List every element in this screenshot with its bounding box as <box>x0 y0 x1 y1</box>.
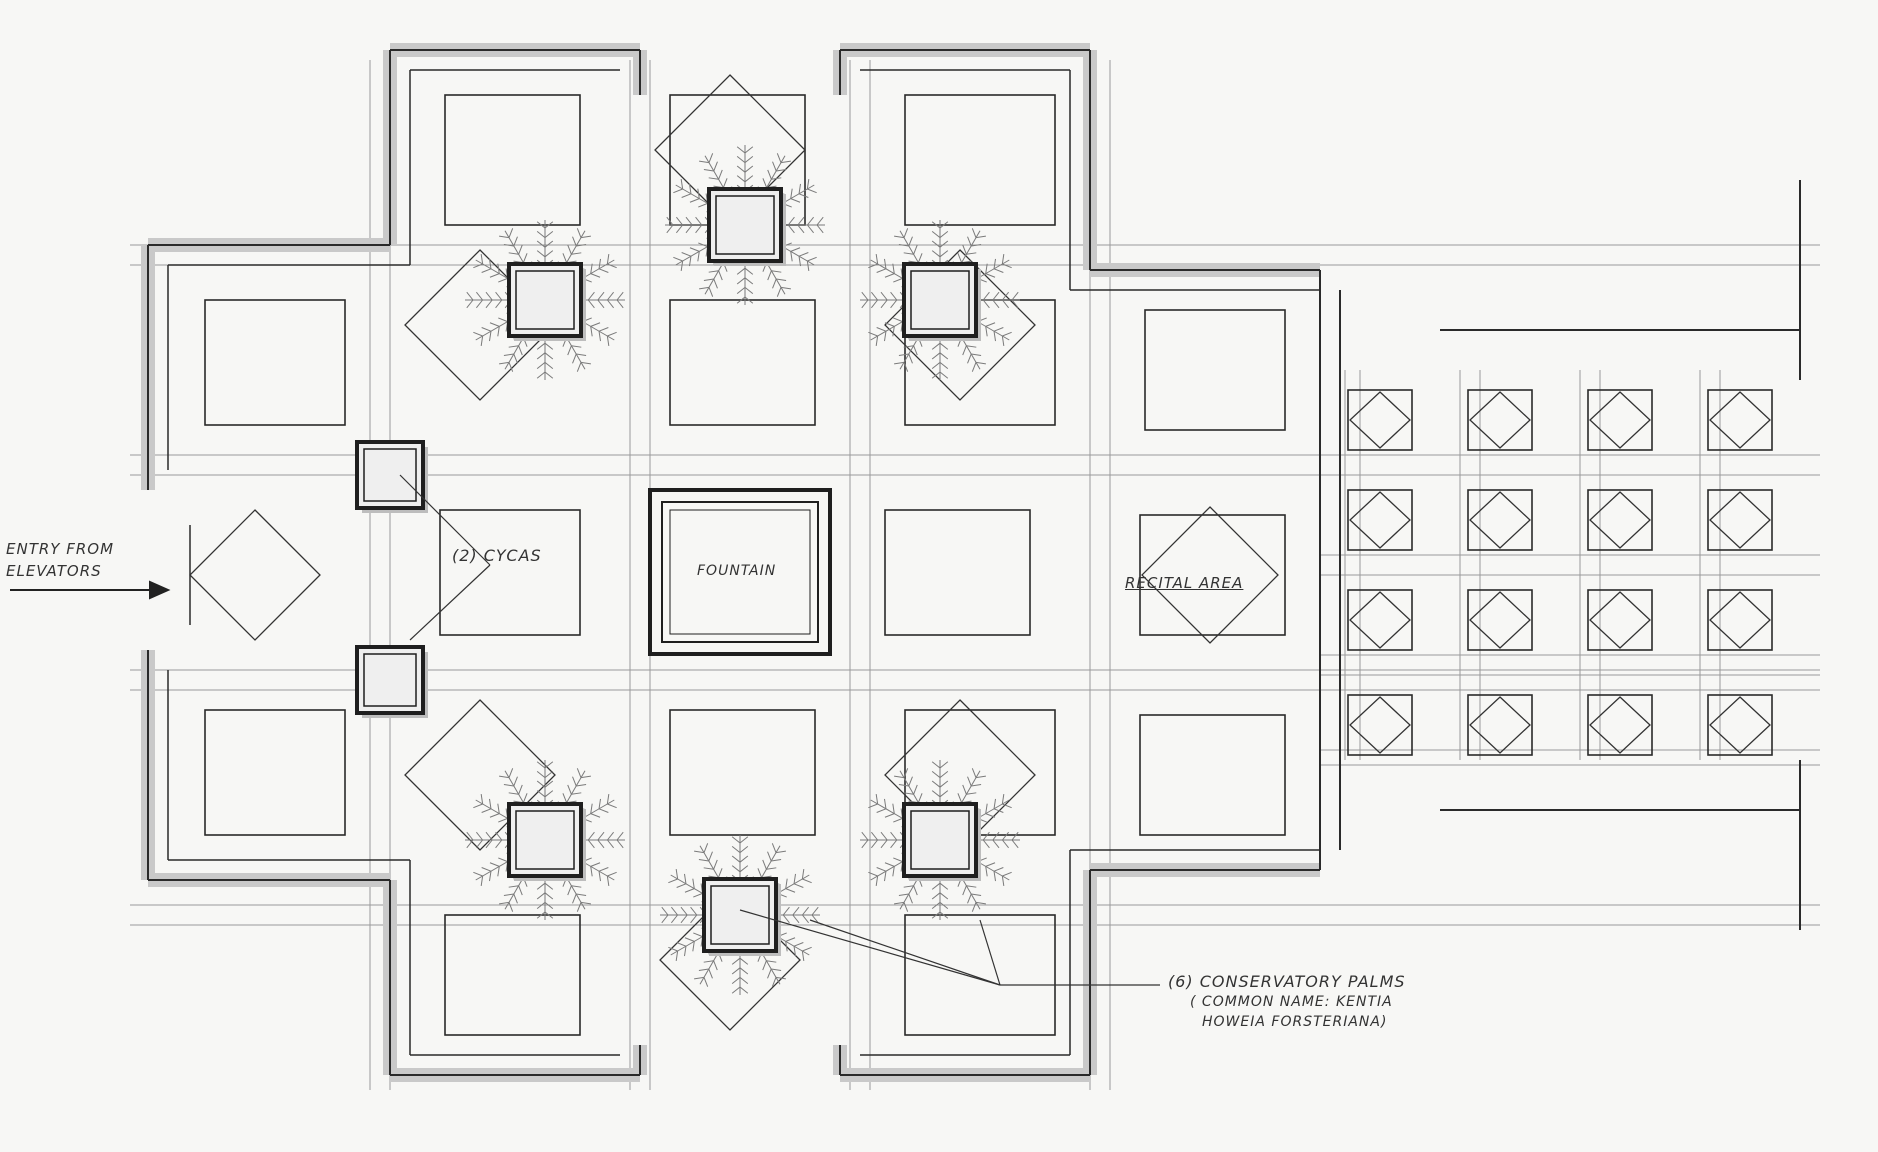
annex-diamond <box>1469 391 1531 449</box>
floor-bay <box>1139 714 1286 836</box>
annex-bay <box>1587 389 1653 451</box>
annex-diamond <box>1349 391 1411 449</box>
floor-bay <box>884 509 1031 636</box>
paving-diamond <box>404 699 556 851</box>
fountain <box>648 488 832 656</box>
planter-icon <box>902 802 978 878</box>
annex-diamond <box>1709 391 1771 449</box>
cycas-label: (2) CYCAS <box>452 546 542 565</box>
annex-bay <box>1707 694 1773 756</box>
annex-diamond <box>1349 591 1411 649</box>
paving-diamond <box>1141 506 1279 644</box>
annex-diamond <box>1469 591 1531 649</box>
annex-bay <box>1347 389 1413 451</box>
annex-bay <box>1347 489 1413 551</box>
floor-bay <box>904 914 1056 1036</box>
annex-diamond <box>1469 491 1531 549</box>
floor-bay <box>444 94 581 226</box>
annex-diamond <box>1349 696 1411 754</box>
palms-label-line3: HOWEIA FORSTERIANA) <box>1202 1014 1388 1030</box>
fountain-label: FOUNTAIN <box>697 563 777 579</box>
floor-bay <box>669 709 816 836</box>
leader-lines <box>399 474 1160 986</box>
annex-diamond <box>1589 491 1651 549</box>
annex-bay <box>1467 389 1533 451</box>
annex-bay <box>1707 489 1773 551</box>
floor-bay <box>204 299 346 426</box>
annex-diamond <box>1589 696 1651 754</box>
annex-bay <box>1347 589 1413 651</box>
floor-bay <box>1139 514 1286 636</box>
paving-diamond <box>189 509 321 641</box>
planter-icon <box>707 187 783 263</box>
arrow-icon <box>10 580 171 600</box>
annex-bay <box>1587 489 1653 551</box>
annex-diamond <box>1589 591 1651 649</box>
floor-bays <box>204 94 1773 1036</box>
floor-bay <box>904 94 1056 226</box>
planters <box>355 187 981 956</box>
planter-icon <box>902 262 978 338</box>
annex-diamond <box>1709 696 1771 754</box>
annex-bay <box>1707 389 1773 451</box>
annex-bay <box>1587 589 1653 651</box>
entry-label-line2: ELEVATORS <box>6 562 102 580</box>
annex-diamond <box>1709 591 1771 649</box>
annex-bay <box>1467 589 1533 651</box>
entry-label-line1: ENTRY FROM <box>6 540 115 558</box>
annex-bay <box>1587 694 1653 756</box>
floor-bay <box>439 509 581 636</box>
planter-icon <box>702 877 778 953</box>
annex-bay <box>1467 694 1533 756</box>
annex-bay <box>1467 489 1533 551</box>
recital-area-label: RECITAL AREA <box>1125 574 1244 592</box>
annex-diamond <box>1589 391 1651 449</box>
annex-diamond <box>1469 696 1531 754</box>
annex-bay <box>1347 694 1413 756</box>
planter-icon <box>355 645 425 715</box>
palms-label-line2: ( COMMON NAME: KENTIA <box>1190 994 1393 1010</box>
planter-icon <box>355 440 425 510</box>
floor-bay <box>204 709 346 836</box>
floor-bay <box>669 299 816 426</box>
floor-bay <box>1144 309 1286 431</box>
annex-diamond <box>1709 491 1771 549</box>
planter-icon <box>507 802 583 878</box>
palms-label-line1: (6) CONSERVATORY PALMS <box>1168 972 1406 991</box>
exterior-walls <box>141 43 1801 1082</box>
paving-diamonds <box>189 74 1771 1031</box>
floor-bay <box>444 914 581 1036</box>
planter-icon <box>507 262 583 338</box>
annex-diamond <box>1349 491 1411 549</box>
annex-bay <box>1707 589 1773 651</box>
